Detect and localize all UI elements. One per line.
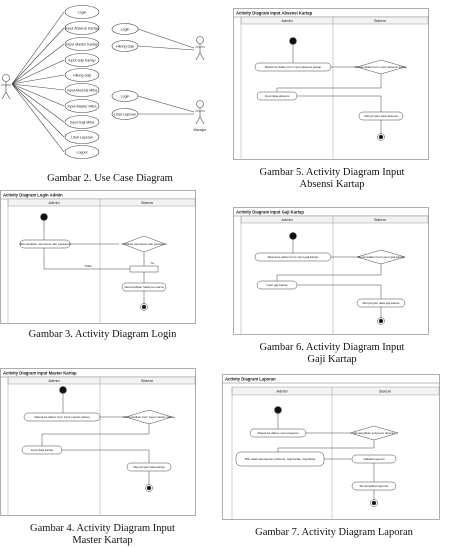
uc-rb-0: Login (121, 94, 130, 98)
activity-diagram-input-gaji-kartap: Activity Diagram Input Gaji Kartap Admin… (233, 207, 429, 335)
fig7-title: Activity Diagram Laporan (225, 377, 276, 382)
caption-fig4: Gambar 4. Activity Diagram Input Master … (0, 523, 205, 547)
fig3-lane-sistem: Sistem (141, 200, 154, 205)
fig7-end-node (370, 499, 378, 507)
fig7-action-open-menu-label: Masuk ke dalam menu laporan (257, 431, 298, 435)
caption-fig2: Gambar 2. Use Case Diagram (47, 173, 173, 184)
caption-fig4-line2: Master Kartap (72, 535, 133, 546)
fig7-decision-label: Menampilkan submenu laporan (353, 431, 395, 435)
fig3-decision-label: Verifikasi username dan password (121, 242, 167, 246)
uc-left-2: Input Master Kartap (66, 42, 98, 46)
caption-fig6: Gambar 6. Activity Diagram Input Gaji Ka… (232, 342, 432, 366)
fig3-end-node (140, 303, 148, 311)
fig3-action-home-label: Menampilkan halaman utama (124, 285, 164, 289)
fig7-start-node (274, 406, 282, 414)
fig3-action-login-label: Memasukkan username dan password (19, 242, 71, 246)
actor-right-bottom-label: Manajer (194, 128, 208, 132)
fig6-end-node (377, 317, 385, 325)
uc-left-8: Lihat Laporan (71, 135, 93, 139)
caption-fig5-line1: Gambar 5. Activity Diagram Input (259, 167, 405, 178)
fig5-end-node (377, 133, 385, 141)
fig5-lane-admin: Admin (281, 18, 292, 23)
caption-fig6-line2: Gaji Kartap (307, 354, 357, 365)
uc-left-7: Input Gaji Mitra (70, 120, 94, 124)
caption-fig5: Gambar 5. Activity Diagram Input Absensi… (232, 167, 432, 191)
fig3-label-yes: Ya (150, 261, 154, 265)
fig3-label-no: Tidak (84, 264, 92, 268)
fig6-action-save-label: Menyimpan data gaji kartap (363, 301, 400, 305)
use-case-diagram: Login Input Absensi Kartap Input Master … (0, 0, 220, 165)
fig3-lane-admin: Admin (48, 200, 59, 205)
fig5-title: Activity Diagram Input Absensi Kartap (236, 11, 313, 16)
fig6-title: Activity Diagram Input Gaji Kartap (236, 210, 304, 215)
uc-left-0: Login (78, 10, 87, 14)
uc-rt-0: Login (121, 27, 130, 31)
fig4-end-node (145, 484, 153, 492)
fig7-action-validate-label: Validasi laporan (363, 457, 384, 461)
fig4-action-save-label: Menyimpan data kartap (133, 465, 165, 469)
uc-left-1: Input Absensi Kartap (65, 26, 98, 30)
activity-diagram-input-master-kartap: Activity Diagram Input Master Kartap Adm… (0, 368, 196, 516)
fig4-action-open-form-label: Masuk ke dalam form input master kartap (34, 415, 90, 419)
fig4-title: Activity Diagram Input Master Kartap (3, 371, 77, 376)
fig7-lane-sistem: Sistem (379, 389, 392, 394)
caption-fig4-line1: Gambar 4. Activity Diagram Input (30, 523, 175, 534)
caption-fig3: Gambar 3. Activity Diagram Login (28, 329, 177, 340)
activity-diagram-login: Activity Diagram Login Admin Admin Siste… (0, 190, 196, 324)
caption-fig7: Gambar 7. Activity Diagram Laporan (255, 527, 413, 538)
uc-left-6: Input Master Mitra (68, 104, 97, 108)
caption-fig5-line2: Absensi Kartap (299, 179, 365, 190)
uc-rb-1: Lihat Laporan (114, 112, 136, 116)
uc-left-9: Logout (77, 150, 88, 154)
fig7-action-show-report-label: Menampilkan laporan (360, 484, 389, 488)
fig7-lane-admin: Admin (276, 389, 287, 394)
fig6-action-input-label: Input gaji kartap (266, 283, 288, 287)
fig5-action-save-label: Menyimpan data absensi (364, 114, 398, 118)
fig4-decision-label: Menampilkan form input master kartap (123, 415, 175, 419)
fig5-start-node (289, 37, 297, 45)
fig4-action-input-label: Input data kartap (31, 448, 54, 452)
activity-diagram-input-absensi-kartap: Activity Diagram Input Absensi Kartap Ad… (233, 8, 429, 160)
fig6-start-node (289, 232, 297, 240)
fig4-lane-sistem: Sistem (141, 378, 154, 383)
actor-staff-figure (195, 36, 205, 61)
fig6-decision-label: Menampilkan form input gaji kartap (358, 255, 405, 259)
fig3-title: Activity Diagram Login Admin (3, 193, 63, 198)
uc-left-3: Input Gaji Kartap (69, 58, 96, 62)
fig5-action-open-form-label: Masuk ke dalam form input absensi kartap (265, 65, 322, 69)
fig5-decision-label: Menampilkan form input absensi kartap (355, 65, 408, 69)
fig6-lane-admin: Admin (281, 217, 292, 222)
actor-admin-figure (1, 74, 11, 100)
fig4-start-node (59, 386, 67, 394)
fig5-lane-sistem: Sistem (374, 18, 387, 23)
fig6-lane-sistem: Sistem (374, 217, 387, 222)
fig6-action-open-form-label: Masuk ke dalam form input gaji kartap (268, 255, 319, 259)
actor-manajer-figure (195, 100, 205, 125)
activity-diagram-laporan: Activity Diagram Laporan Admin Sistem Ma… (222, 374, 440, 520)
fig7-action-choose-report-label: Pilih salah satu laporan (Absensi, Gaji … (245, 457, 316, 461)
fig3-start-node (40, 213, 48, 221)
fig5-action-input-label: Input data absensi (265, 94, 290, 98)
caption-fig6-line1: Gambar 6. Activity Diagram Input (259, 342, 405, 353)
uc-left-5: Input Absensi Mitra (67, 88, 98, 92)
uc-left-4: Hitung Gaji (73, 73, 91, 77)
fig4-lane-admin: Admin (48, 378, 59, 383)
uc-rt-1: Hitung Gaji (116, 44, 134, 48)
